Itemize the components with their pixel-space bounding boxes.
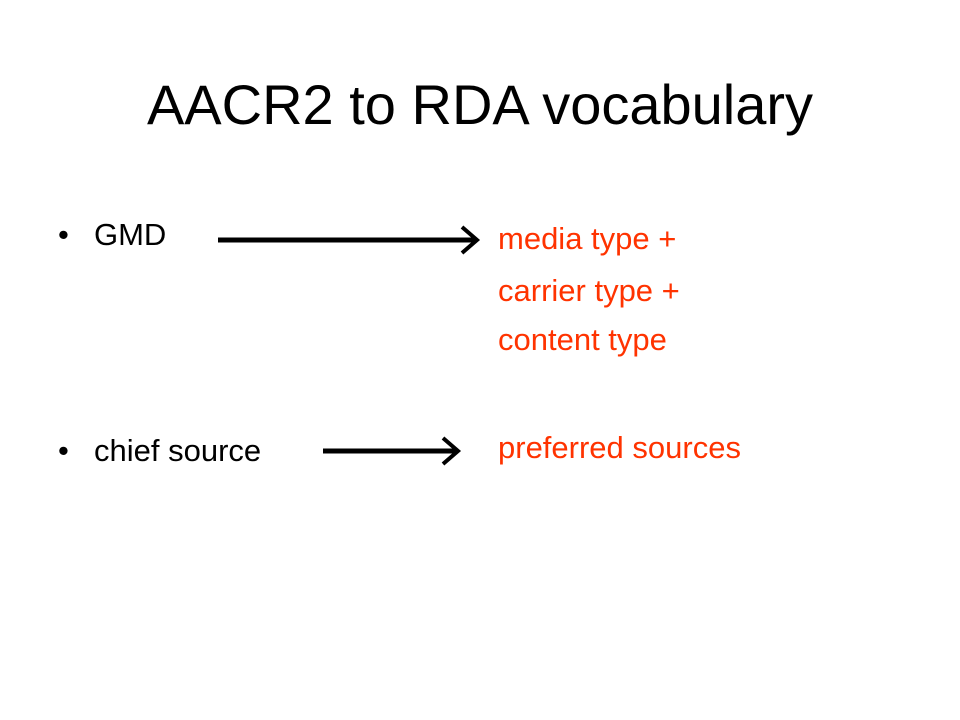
aacr2-term: chief source xyxy=(94,433,262,468)
arrow-right-icon xyxy=(218,225,481,255)
rda-term: media type + xyxy=(498,221,677,256)
bullet-item-chief-source: • chief source xyxy=(58,432,261,470)
bullet-dot-icon: • xyxy=(58,433,69,468)
aacr2-term: GMD xyxy=(94,217,167,252)
slide-title: AACR2 to RDA vocabulary xyxy=(146,73,814,136)
bullet-dot-icon: • xyxy=(58,217,69,252)
arrow-right-icon xyxy=(323,436,462,466)
rda-term: preferred sources xyxy=(498,430,741,465)
bullet-item-gmd: • GMD xyxy=(58,216,166,254)
rda-term: content type xyxy=(498,322,667,357)
rda-term: carrier type + xyxy=(498,273,680,308)
